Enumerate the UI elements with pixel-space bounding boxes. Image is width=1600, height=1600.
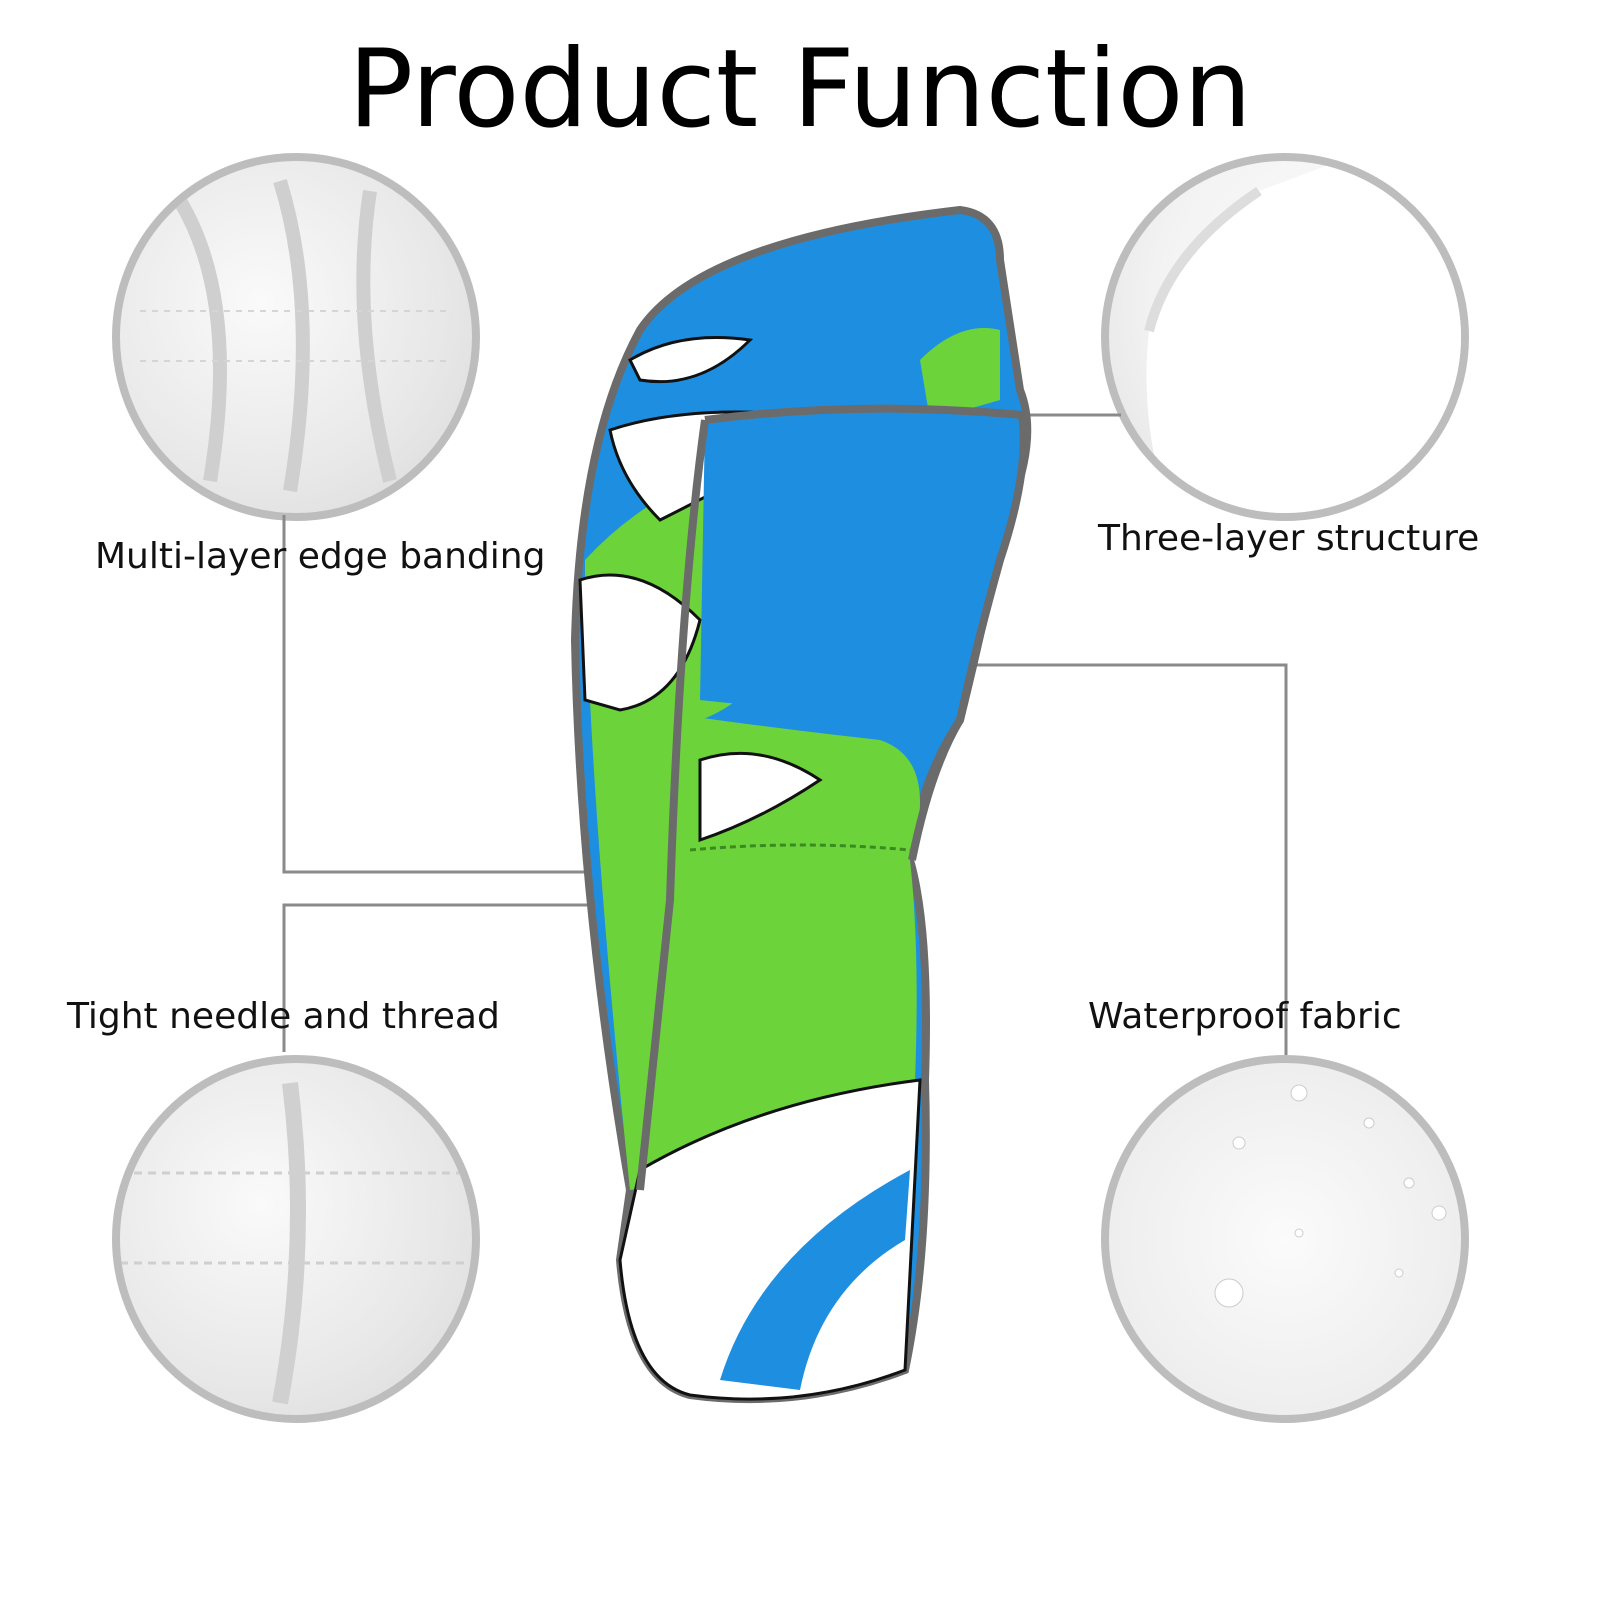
feature-label-waterproof: Waterproof fabric	[1088, 996, 1402, 1037]
stitching-texture	[120, 1082, 472, 1405]
feature-label-stitching: Tight needle and thread	[67, 996, 500, 1037]
water-droplets	[1214, 1084, 1447, 1308]
feature-label-edge-banding: Multi-layer edge banding	[95, 536, 546, 577]
detail-circle-three-layer	[1101, 153, 1469, 521]
detail-circle-waterproof	[1101, 1055, 1469, 1423]
detail-circle-stitching	[112, 1055, 480, 1423]
feature-label-three-layer: Three-layer structure	[1098, 518, 1480, 559]
layer-edge-texture	[1144, 161, 1461, 513]
fabric-fold-texture	[140, 178, 450, 493]
detail-circle-edge-banding	[112, 153, 480, 521]
page-title: Product Function	[348, 27, 1252, 152]
